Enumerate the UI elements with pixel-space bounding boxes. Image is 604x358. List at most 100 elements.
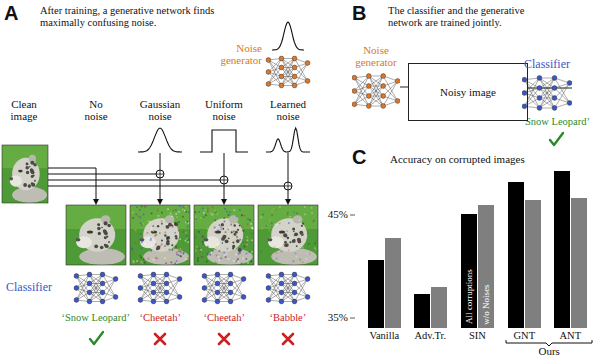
noise-pixel: [131, 249, 133, 251]
noise-pixel: [225, 256, 227, 258]
sum-symbol: [156, 170, 164, 178]
leopard-spot: [239, 225, 241, 227]
noise-pixel: [288, 222, 290, 224]
noise-pixel: [153, 248, 155, 250]
leopard-spot: [233, 224, 235, 226]
network-neuron: [228, 299, 233, 304]
leopard-spot: [157, 225, 159, 227]
noise-pixel: [155, 257, 157, 259]
network-neuron: [241, 277, 246, 282]
leopard-spot: [164, 234, 166, 236]
noise-pixel: [152, 230, 154, 232]
noise-pixel: [304, 214, 306, 216]
noise-pixel: [150, 245, 152, 247]
noise-pixel: [223, 242, 225, 244]
noise-line: [288, 153, 289, 182]
noise-pixel: [214, 249, 216, 251]
noise-pixel: [287, 212, 289, 214]
noise-pixel: [176, 260, 178, 262]
noise-pixel: [314, 259, 316, 261]
network-neuron: [113, 277, 118, 282]
network-neuron: [266, 82, 271, 87]
network-link: [217, 275, 230, 302]
noise-pixel: [289, 216, 291, 218]
leopard-spot: [98, 224, 100, 226]
neural-network-icon: [74, 272, 118, 304]
leopard-spot: [26, 171, 29, 174]
noise-pixel: [233, 260, 235, 262]
leopard-spot: [26, 163, 28, 165]
network-neuron: [100, 299, 105, 304]
noise-pixel: [302, 247, 304, 249]
noise-pixel: [228, 233, 230, 235]
noise-pixel: [167, 255, 169, 257]
noise-pixel: [179, 238, 181, 240]
noise-pixel: [185, 206, 187, 208]
image-frame: [194, 205, 254, 265]
network-neuron: [381, 94, 386, 99]
noise-pixel: [236, 260, 238, 262]
prediction-label: ‘Cheetah’: [140, 312, 181, 324]
noise-pixel: [241, 215, 243, 217]
noise-pixel: [242, 241, 244, 243]
noise-pixel: [244, 215, 246, 217]
network-neuron: [87, 281, 92, 286]
noise-pixel: [186, 235, 188, 237]
network-neuron: [552, 106, 557, 111]
noise-pixel: [299, 259, 301, 261]
connector: [400, 87, 408, 88]
chart-title: Accuracy on corrupted images: [390, 153, 600, 165]
leopard-muzzle: [268, 236, 284, 248]
noise-pixel: [235, 233, 237, 235]
noise-pixel: [179, 205, 181, 207]
leopard-spot: [161, 239, 163, 241]
noise-pixel: [202, 207, 204, 209]
image-frame: [2, 145, 48, 203]
noise-pixel: [252, 228, 254, 230]
network-link: [281, 59, 294, 86]
noise-pixel: [158, 215, 160, 217]
noise-pixel: [301, 228, 303, 230]
cross-mark: [155, 334, 165, 344]
leopard-spot: [293, 231, 295, 233]
node-text: Noise generator: [352, 44, 400, 69]
noise-pixel: [293, 211, 295, 213]
panel-letter: B: [352, 2, 374, 24]
column-header: Gaussian noise: [134, 98, 186, 123]
network-neuron: [202, 298, 207, 303]
noise-pixel: [271, 226, 273, 228]
noise-pixel: [136, 206, 138, 208]
leopard-spot: [294, 232, 298, 236]
sum-symbol: [220, 176, 228, 184]
bar: [571, 198, 587, 328]
noise-pixel: [200, 217, 202, 219]
noise-pixel: [196, 246, 198, 248]
network-neuron: [279, 290, 284, 295]
leopard-spot: [221, 237, 225, 241]
leopard-spot: [171, 244, 173, 246]
leopard-spot: [221, 223, 224, 226]
arrow-head: [93, 199, 99, 205]
leopard-eye: [87, 231, 93, 234]
noise-pixel: [283, 243, 285, 245]
noise-pixel: [314, 242, 316, 244]
network-neuron: [567, 101, 572, 106]
leopard-image: [258, 205, 318, 265]
noise-pixel: [247, 218, 249, 220]
image-background: [194, 205, 254, 265]
prediction-label: ‘Snow Leopard’: [522, 116, 591, 128]
noise-pixel: [141, 224, 143, 226]
noise-line: [224, 153, 225, 176]
noise-pixel: [225, 256, 227, 258]
noise-pixel: [293, 235, 295, 237]
noise-pixel: [217, 244, 219, 246]
noise-pixel: [214, 231, 216, 233]
network-neuron: [537, 106, 542, 111]
leopard-spot: [174, 222, 178, 226]
category-label: GNT: [514, 330, 536, 342]
network-link: [217, 275, 230, 302]
noise-pixel: [302, 262, 304, 264]
network-neuron: [292, 56, 297, 61]
